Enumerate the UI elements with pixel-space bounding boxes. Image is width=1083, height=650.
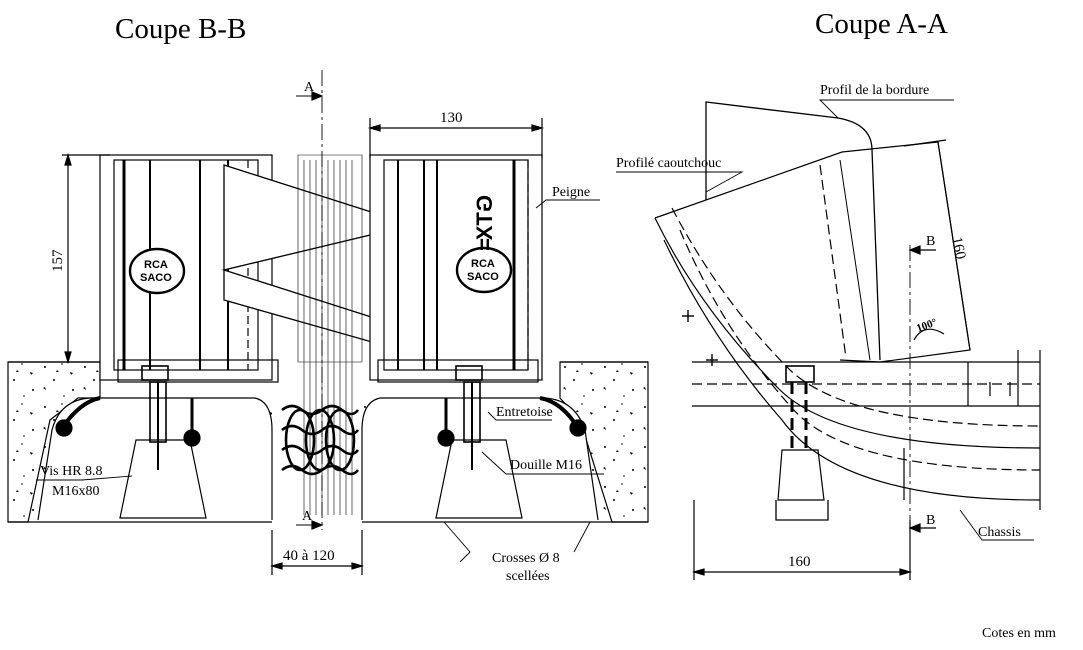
section-mark-a-top: A: [304, 80, 315, 95]
label-peigne: Peigne: [552, 185, 590, 200]
coupe-b-b-view: [7, 70, 649, 575]
label-profile-caoutchouc: Profilé caoutchouc: [616, 156, 721, 171]
dimension-157: 157: [50, 249, 66, 272]
logo-right: [455, 246, 513, 294]
label-vis-line2: M16x80: [52, 484, 99, 499]
label-vis-line1: Vis HR 8.8: [40, 464, 103, 479]
label-gtx-equals: =: [472, 238, 497, 251]
units-note: Cotes en mm: [982, 626, 1056, 641]
dimension-160-tilted: 160: [948, 236, 968, 261]
label-crosses-line2: scellées: [506, 569, 550, 584]
anchor-left: [55, 381, 207, 519]
logo-left: [128, 247, 186, 295]
rubber-profile-curve: [654, 217, 1041, 449]
bolt-section: [785, 365, 815, 383]
coupe-a-a-view: [616, 99, 1041, 580]
label-entretoise: Entretoise: [496, 405, 553, 420]
bolt-head-left: [141, 365, 169, 381]
section-mark-b-bottom: B: [926, 513, 935, 528]
angle-100: 100°: [915, 316, 939, 334]
logo-right-line2: SACO: [467, 271, 499, 283]
label-profil-bordure: Profil de la bordure: [820, 83, 929, 98]
section-mark-a-bottom: A: [302, 509, 313, 524]
fixing-marks: [682, 310, 718, 366]
anchor-right: [435, 381, 587, 519]
logo-left-line1: RCA: [144, 259, 168, 271]
border-profile: [705, 101, 881, 361]
dimension-130: 130: [440, 110, 463, 126]
dimension-160-horizontal: 160: [788, 554, 811, 570]
logo-left-line2: SACO: [140, 272, 172, 284]
rubber-seal: [281, 404, 360, 476]
angle-arc-100: [913, 328, 945, 341]
section-mark-b-top: B: [926, 234, 935, 249]
label-chassis: Chassis: [978, 525, 1021, 540]
label-gtx: GTX: [472, 195, 497, 241]
section-title-right: Coupe A-A: [815, 8, 948, 40]
logo-right-line1: RCA: [471, 258, 495, 270]
bolt-head-right: [455, 365, 483, 381]
section-title-left: Coupe B-B: [115, 13, 246, 45]
label-douille: Douille M16: [510, 458, 582, 473]
dimension-40-a-120: 40 à 120: [283, 548, 335, 564]
label-crosses-line1: Crosses Ø 8: [492, 551, 560, 566]
